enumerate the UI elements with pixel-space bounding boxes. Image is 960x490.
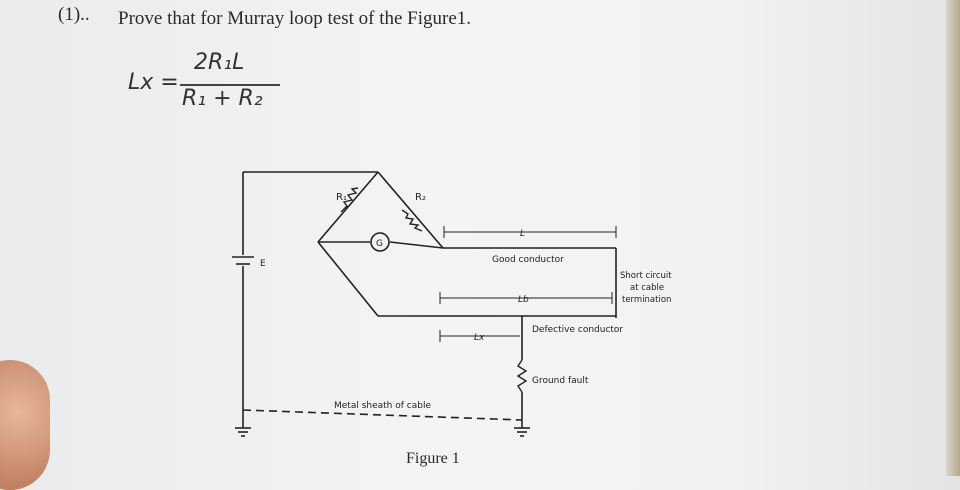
- formula-denominator: R₁ + R₂: [182, 86, 263, 111]
- label-length-lx: Lx: [474, 333, 485, 343]
- metal-sheath-line: [242, 409, 523, 421]
- thumb: [0, 360, 50, 490]
- label-short-circuit-2: at cable: [630, 283, 664, 293]
- formula-lhs: Lx =: [128, 70, 179, 95]
- bridge-galvo-right: [389, 241, 444, 249]
- label-battery: E: [260, 259, 266, 269]
- bridge-top-left: [317, 171, 379, 243]
- label-short-circuit-3: termination: [622, 295, 671, 305]
- bridge-top-right: [377, 171, 444, 249]
- paper-edge: [946, 0, 960, 476]
- label-length-lb: Lb: [518, 295, 529, 305]
- label-length-l: L: [520, 229, 525, 239]
- resistor-r1: [340, 187, 359, 213]
- fraction-bar: [180, 84, 280, 86]
- label-galvanometer: G: [376, 239, 383, 249]
- formula: Lx = 2R₁L R₁ + R₂: [124, 50, 284, 130]
- question-text: Prove that for Murray loop test of the F…: [118, 8, 472, 29]
- murray-loop-circuit: R₁ R₂ G E L Good conductor Lb Defective …: [232, 171, 672, 437]
- label-r2: R₂: [415, 192, 426, 203]
- question-number: (1)..: [58, 4, 90, 25]
- figure-caption: Figure 1: [406, 450, 460, 467]
- resistor-r2: [401, 209, 423, 232]
- label-short-circuit-1: Short circuit: [620, 271, 672, 281]
- ground-fault-resistor: [516, 359, 528, 393]
- label-good-conductor: Good conductor: [492, 255, 564, 265]
- formula-numerator: 2R₁L: [194, 50, 245, 75]
- galvanometer-symbol: [370, 232, 390, 252]
- label-ground-fault: Ground fault: [532, 376, 589, 386]
- label-metal-sheath: Metal sheath of cable: [334, 401, 431, 411]
- label-r1: R₁: [336, 192, 347, 203]
- bridge-bottom: [317, 241, 379, 317]
- label-defective-conductor: Defective conductor: [532, 325, 623, 335]
